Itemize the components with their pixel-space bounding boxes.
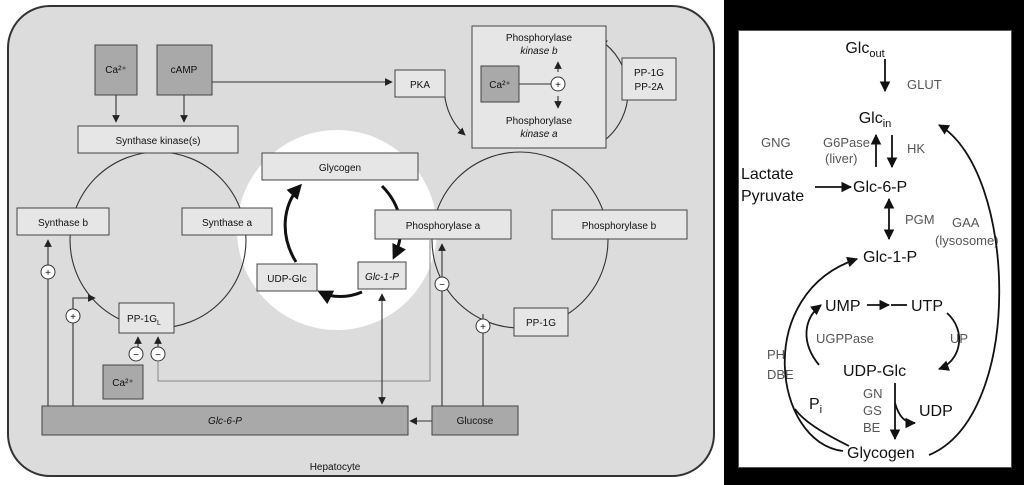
phosphorylase-b-label: Phosphorylase b: [582, 221, 657, 232]
glc1p-to-udpglc-arrow: [317, 290, 363, 305]
udp-release-arrow: [894, 402, 917, 429]
phk-a-line1: Phosphorylase: [506, 116, 573, 127]
phosphorylase-a-label: Phosphorylase a: [406, 221, 481, 232]
ph-dbe-arrow: [783, 256, 859, 452]
pyruvate-label: Pyruvate: [741, 188, 804, 205]
phk-a-line2: kinase a: [520, 129, 558, 140]
pgm-label: PGM: [905, 212, 935, 227]
glut-label: GLUT: [907, 77, 942, 92]
hk-label: HK: [907, 141, 925, 156]
phosphorylase-a-box: [374, 209, 512, 240]
phosphorylase-b-box: [551, 209, 688, 240]
minus-circle-1: [128, 346, 144, 362]
be-label: BE: [863, 420, 881, 435]
gng-label: GNG: [761, 135, 791, 150]
pp1g-pp2a-box: [621, 57, 677, 101]
glc1p-box: [357, 261, 407, 290]
minus-sign-1: −: [133, 350, 139, 361]
phosa-to-pp1gl-inhibit-line: [157, 240, 431, 382]
glc-out-label: Glcout: [845, 40, 884, 60]
g6pase-line1: G6Pase: [823, 135, 870, 150]
synthase-kinase-box: [77, 125, 239, 154]
glc6p-label: Glc-6-P: [208, 416, 242, 427]
hepatocyte-diagram: Hepatocyte Ca²⁺ cAMP Synthase kinase(s) …: [7, 5, 715, 477]
g6pase-line2: (liver): [825, 151, 858, 166]
phk-plus-circle: [550, 76, 566, 92]
ump-label: UMP: [825, 298, 861, 315]
pathway-panel: Glcout GLUT Glcin GNG G6Pase (liver) HK …: [738, 30, 1012, 468]
ugppase-arrow: [805, 304, 822, 366]
udp-glc-label: UDP-Glc: [267, 274, 306, 285]
glycogen-pathway-diagram: Glcout GLUT Glcin GNG G6Pase (liver) HK …: [741, 40, 1001, 462]
glc-in-label: Glcin: [859, 110, 892, 130]
glc1p-label: Glc-1-P: [365, 272, 399, 283]
pp1g-pp2a-line1: PP-1G: [634, 68, 664, 79]
pp1g-pp2a-line2: PP-2A: [635, 82, 664, 93]
glycogen-to-pi-curve: [794, 408, 850, 447]
gaa-line2: (lysosome): [935, 233, 999, 248]
minus-sign-3: −: [439, 280, 445, 291]
glycogen-box: [261, 152, 419, 181]
gs-label: GS: [863, 403, 882, 418]
synthase-kinase-label: Synthase kinase(s): [115, 136, 200, 147]
hepatocyte-panel: Hepatocyte Ca²⁺ cAMP Synthase kinase(s) …: [0, 0, 724, 485]
glycogen-label: Glycogen: [847, 445, 915, 462]
ca-top-label: Ca²⁺: [105, 65, 126, 76]
lactate-label: Lactate: [741, 166, 794, 183]
phk-b-line2: kinase b: [520, 46, 558, 57]
udpglc-to-glycogen-arrow: [283, 183, 303, 263]
phk-b-line1: Phosphorylase: [506, 33, 573, 44]
pp1g-box: [513, 307, 569, 337]
up-arrow: [937, 312, 961, 371]
plus-circle-3: [475, 318, 491, 334]
cell-label: Hepatocyte: [310, 462, 361, 473]
plus-sign-1: +: [45, 268, 51, 279]
phk-plus-sign: +: [555, 80, 561, 91]
pka-label: PKA: [410, 80, 430, 91]
minus-sign-2: −: [155, 350, 161, 361]
pi-label: Pi: [809, 396, 822, 416]
gaa-arrow: [928, 124, 1001, 456]
ugppase-label: UGPPase: [816, 331, 874, 346]
pp1g-label: PP-1G: [526, 318, 556, 329]
gaa-line1: GAA: [952, 215, 980, 230]
udpglc-label: UDP-Glc: [843, 363, 906, 380]
udp-label: UDP: [919, 403, 953, 420]
synthase-a-box: [181, 207, 273, 236]
glc6p-label: Glc-6-P: [853, 179, 907, 196]
plus-sign-3: +: [480, 322, 486, 333]
camp-box: [156, 44, 213, 96]
ph-label: PH: [767, 347, 785, 362]
dbe-label: DBE: [767, 367, 794, 382]
glc1p-label: Glc-1-P: [863, 249, 917, 266]
plus-sign-2: +: [70, 312, 76, 323]
phk-ca-label: Ca²⁺: [489, 80, 510, 91]
ca-bottom-box: [102, 364, 144, 400]
minus-circle-3: [434, 276, 450, 292]
synthase-b-label: Synthase b: [38, 218, 88, 229]
synthase-a-label: Synthase a: [202, 218, 252, 229]
glycogen-label: Glycogen: [319, 163, 361, 174]
pp1gl-box: [118, 302, 175, 334]
ca-bottom-label: Ca²⁺: [112, 378, 133, 389]
udp-glc-box: [256, 263, 318, 292]
pp1gl-label: PP-1GL: [127, 314, 161, 327]
glucose-box: [431, 405, 519, 436]
phk-ca-box: [480, 65, 520, 103]
utp-label: UTP: [911, 298, 943, 315]
glc6p-bar: [41, 405, 409, 436]
pka-box: [394, 69, 446, 98]
glc6p-to-pp1gl-line: [72, 294, 96, 406]
synthase-b-box: [16, 207, 110, 236]
plus-circle-1: [40, 264, 56, 280]
plus-circle-2: [65, 308, 81, 324]
gn-label: GN: [863, 386, 883, 401]
camp-label: cAMP: [171, 65, 198, 76]
glucose-label: Glucose: [457, 416, 494, 427]
